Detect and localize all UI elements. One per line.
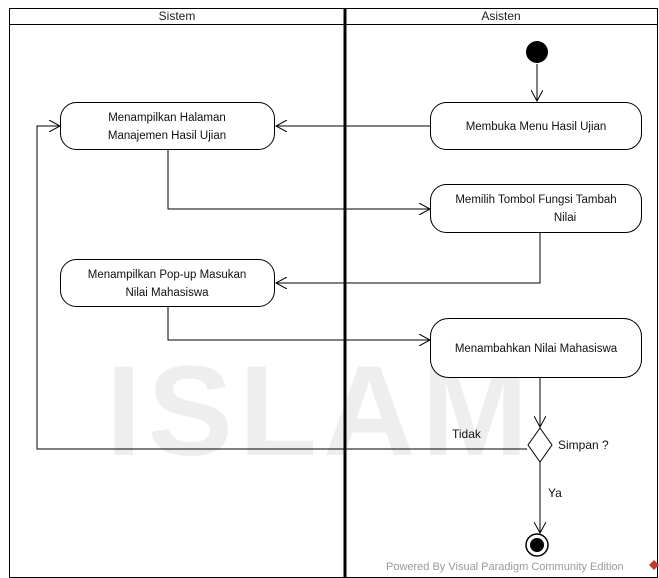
edge-halaman-to-memilih (167, 149, 430, 209)
decision-node (527, 427, 553, 463)
edge-popup-to-menambahkan (167, 307, 430, 340)
edge-memilih-to-popup (276, 233, 541, 283)
action-memilih-tombol: Memilih Tombol Fungsi Tambah Nilai (430, 184, 642, 233)
lane-title-asisten: Asisten (481, 9, 520, 23)
action-memilih-tombol-label-2: Nilai (554, 212, 576, 224)
action-menampilkan-popup: Menampilkan Pop-up Masukan Nilai Mahasis… (60, 259, 275, 307)
decision-yes-label: Ya (548, 486, 562, 500)
edge-decision-no-to-halaman (36, 126, 527, 450)
action-menampilkan-halaman-label-1: Menampilkan Halaman (108, 112, 226, 124)
action-menampilkan-popup-label-1: Menampilkan Pop-up Masukan (88, 269, 247, 281)
action-menampilkan-halaman: Menampilkan Halaman Manajemen Hasil Ujia… (60, 102, 275, 150)
action-menambahkan-nilai: Menambahkan Nilai Mahasiswa (430, 318, 642, 378)
lane-asisten (345, 8, 658, 578)
action-menambahkan-nilai-label: Menambahkan Nilai Mahasiswa (455, 343, 618, 355)
lane-title-sistem: Sistem (159, 9, 196, 23)
flow-edges (36, 64, 541, 533)
action-membuka-menu: Membuka Menu Hasil Ujian (430, 102, 642, 150)
action-membuka-menu-label: Membuka Menu Hasil Ujian (466, 121, 607, 133)
final-node (525, 533, 549, 557)
action-menampilkan-halaman-label-2: Manajemen Hasil Ujian (108, 130, 226, 142)
decision-no-label: Tidak (452, 427, 482, 441)
action-memilih-tombol-label-1: Memilih Tombol Fungsi Tambah (455, 194, 616, 206)
footer-credit: Powered By Visual Paradigm Community Edi… (386, 561, 624, 573)
initial-node (526, 41, 548, 63)
decision-label: Simpan ? (558, 438, 609, 452)
visual-paradigm-logo-icon (649, 560, 659, 570)
action-menampilkan-popup-label-2: Nilai Mahasiswa (125, 287, 209, 299)
